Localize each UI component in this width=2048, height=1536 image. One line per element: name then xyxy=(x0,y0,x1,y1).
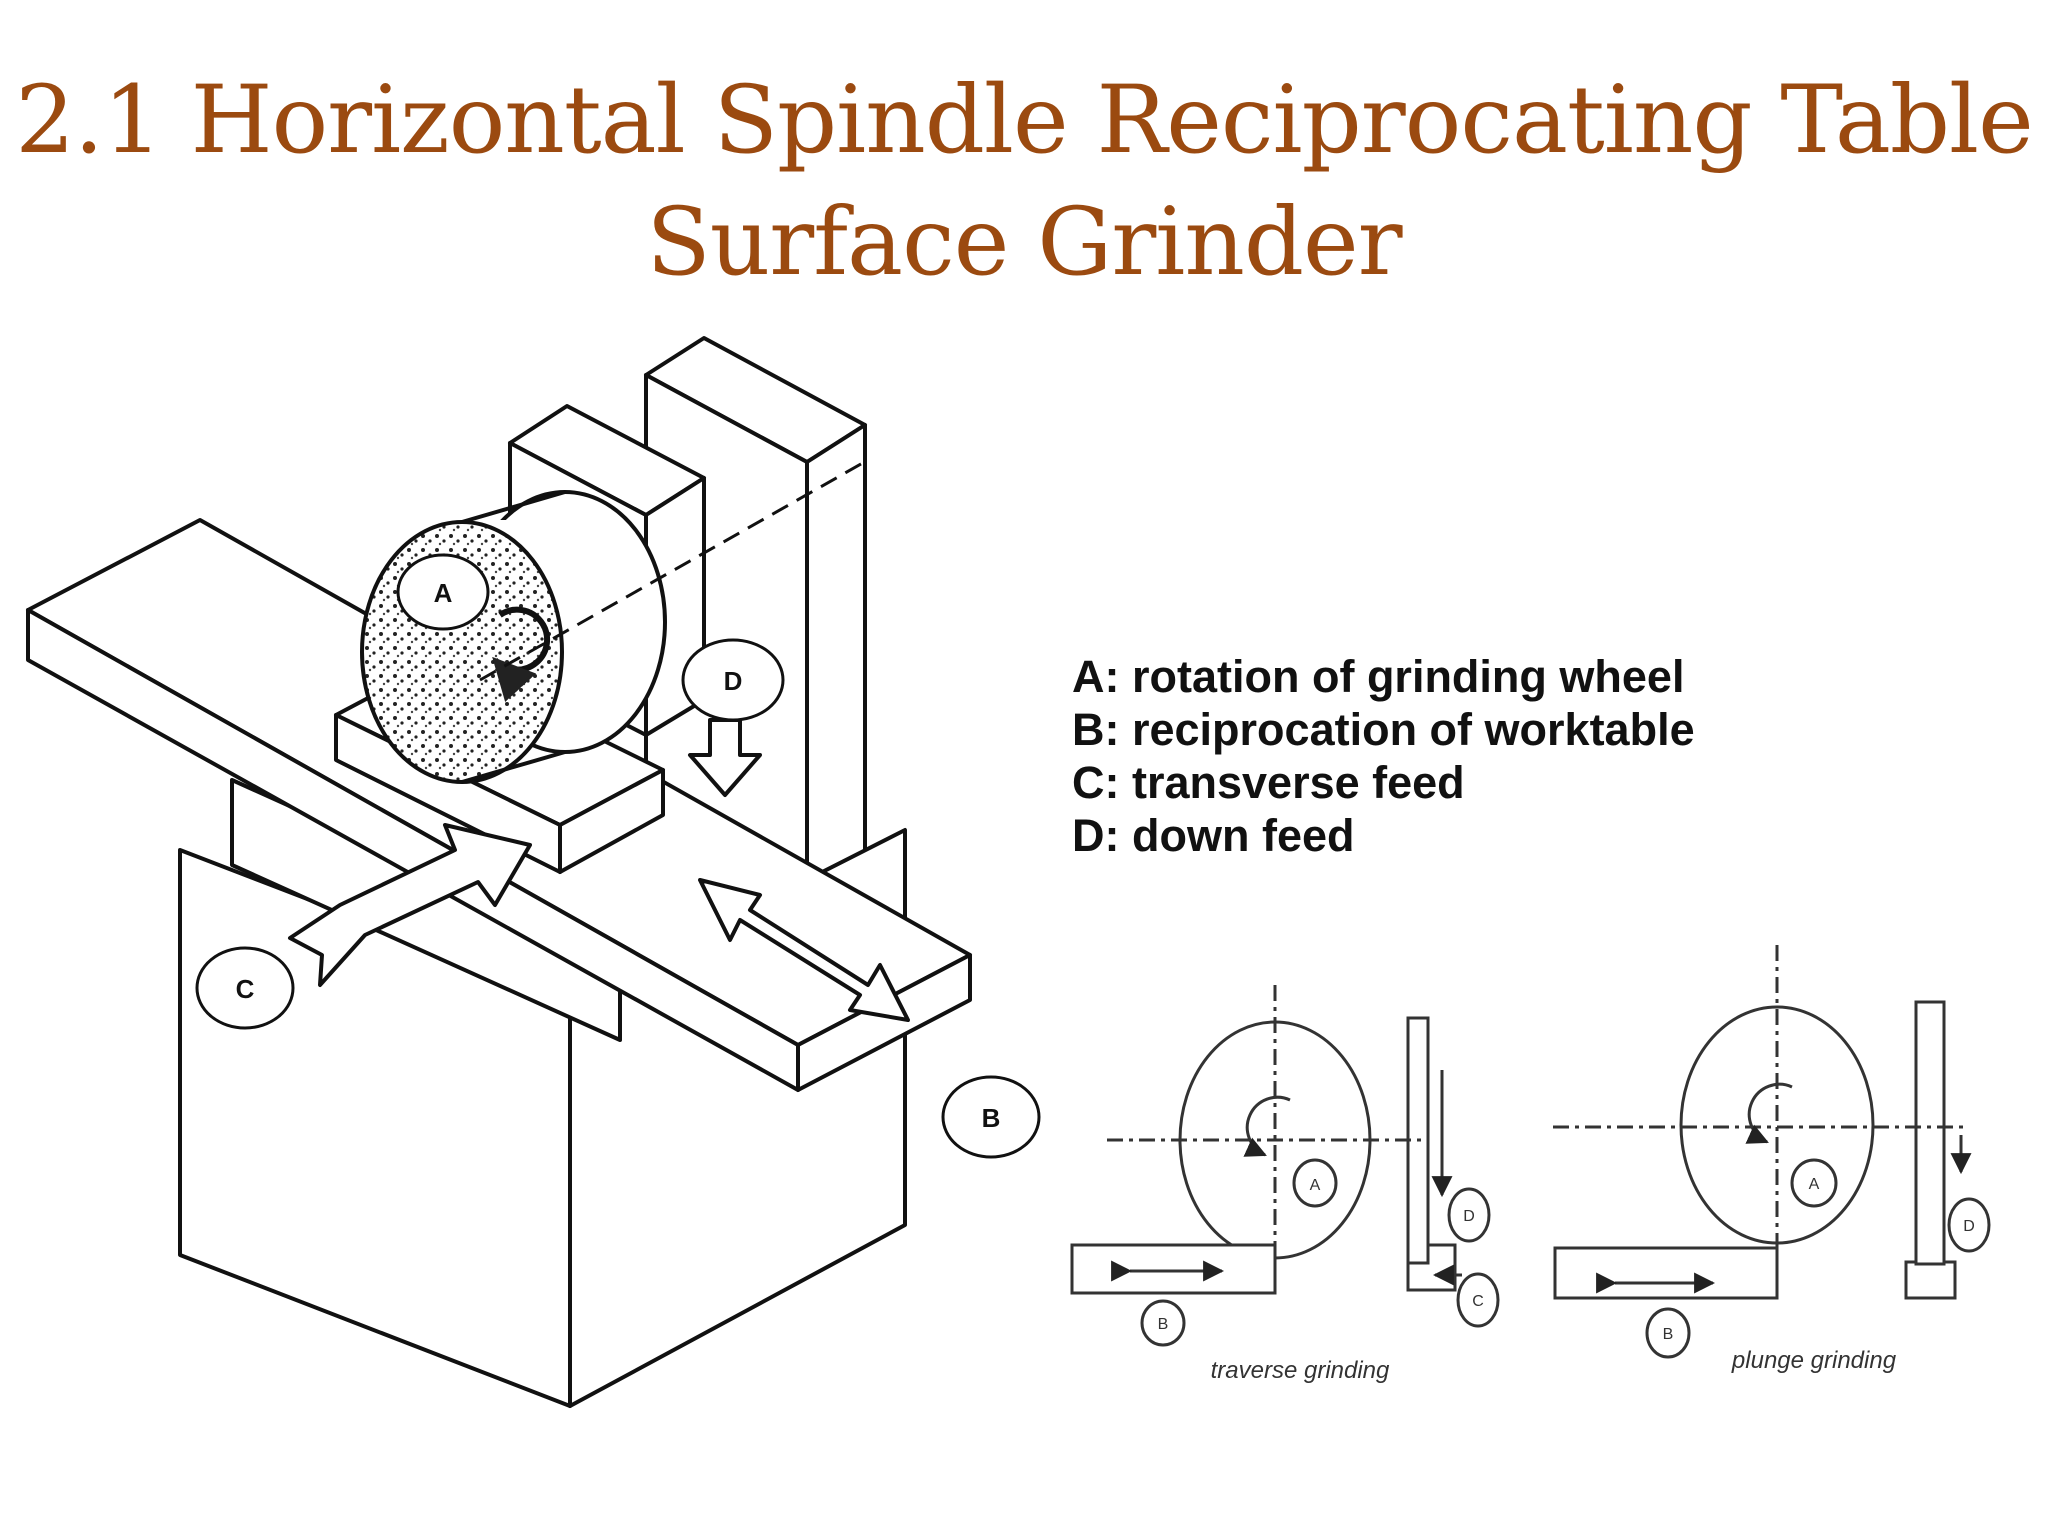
machine-label-b: B xyxy=(941,1075,1041,1159)
traverse-label-d: D xyxy=(1463,1208,1475,1225)
traverse-label-b: B xyxy=(1158,1316,1169,1333)
traverse-label-a: A xyxy=(1310,1177,1321,1194)
legend-item-b: B: reciprocation of worktable xyxy=(1072,704,1695,755)
legend-item-c: C: transverse feed xyxy=(1072,757,1465,808)
plunge-grinding-sketch xyxy=(1553,945,1991,1359)
machine-label-b-text: B xyxy=(982,1103,1001,1133)
surface-grinder-machine xyxy=(26,336,972,1408)
machine-label-d: D xyxy=(681,638,785,722)
grinding-wheel xyxy=(360,490,667,784)
slide-title: 2.1 Horizontal Spindle Reciprocating Tab… xyxy=(0,60,2048,304)
arrow-d-down-feed xyxy=(688,718,762,797)
legend-item-a: A: rotation of grinding wheel xyxy=(1072,651,1685,702)
title-line-1: 2.1 Horizontal Spindle Reciprocating Tab… xyxy=(15,66,2034,175)
machine-label-a: A xyxy=(396,553,490,631)
machine-label-c: C xyxy=(195,946,295,1030)
traverse-caption: traverse grinding xyxy=(1211,1357,1390,1384)
traverse-label-c: C xyxy=(1472,1293,1484,1310)
machine-label-a-text: A xyxy=(434,578,453,608)
traverse-grinding-sketch xyxy=(1070,985,1500,1347)
plunge-label-a: A xyxy=(1809,1176,1820,1193)
arrow-b-reciprocation xyxy=(698,878,910,1022)
plunge-caption: plunge grinding xyxy=(1731,1347,1897,1374)
title-line-2: Surface Grinder xyxy=(646,188,1402,297)
plunge-label-b: B xyxy=(1663,1326,1674,1343)
motion-legend: A: rotation of grinding wheel B: recipro… xyxy=(1072,650,1695,862)
arrow-c-transverse-feed xyxy=(288,823,532,987)
machine-label-c-text: C xyxy=(236,974,255,1004)
machine-label-d-text: D xyxy=(724,666,743,696)
plunge-label-d: D xyxy=(1963,1218,1975,1235)
legend-item-d: D: down feed xyxy=(1072,810,1355,861)
